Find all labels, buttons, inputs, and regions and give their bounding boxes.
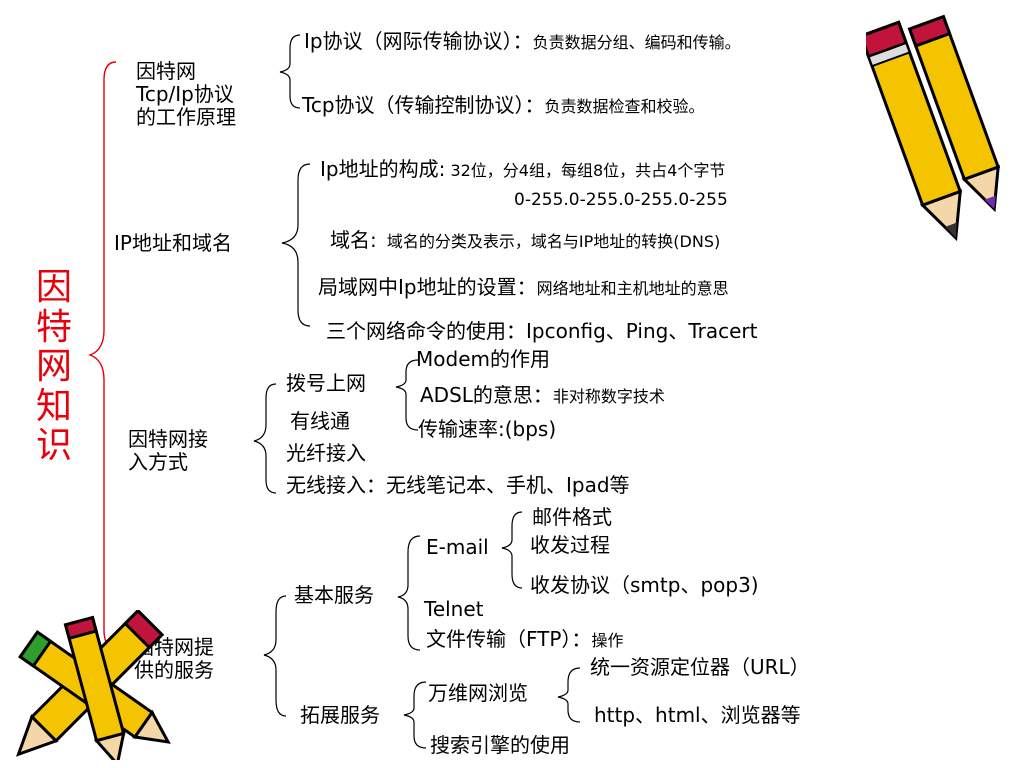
cable-access: 有线通 — [290, 409, 350, 433]
email-brace — [501, 511, 523, 589]
root-brace — [87, 61, 117, 649]
search-engine: 搜索引擎的使用 — [430, 733, 570, 757]
ip-protocol: Ip协议（网际传输协议）：负责数据分组、编码和传输。 — [304, 30, 741, 53]
tcp-protocol-desc: 负责数据检查和校验。 — [544, 97, 705, 116]
extended-services: 拓展服务 — [300, 703, 380, 727]
dialup-brace — [395, 359, 419, 431]
ip-composition-title: Ip地址的构成: — [320, 157, 446, 181]
lan-ip-setting-desc: 网络地址和主机地址的意思 — [536, 279, 729, 298]
root-title-char: 特 — [35, 306, 72, 348]
url: 统一资源定位器（URL） — [590, 655, 810, 679]
services-label-line2: 供的服务 — [134, 658, 214, 682]
mail-process: 收发过程 — [530, 533, 610, 557]
tcp-ip-label-line3: 的工作原理 — [136, 105, 236, 129]
root-title: 因特网知识 — [34, 268, 74, 466]
dialup: 拨号上网 — [286, 371, 366, 395]
ip-range: 0-255.0-255.0-255.0-255 — [514, 190, 728, 210]
services-label: 因特网提 供的服务 — [134, 636, 214, 682]
mail-format: 邮件格式 — [532, 505, 612, 529]
extended-brace — [403, 681, 427, 749]
http-html: http、html、浏览器等 — [594, 703, 801, 727]
adsl-desc: 非对称数字技术 — [552, 387, 665, 406]
tcp-ip-label-line1: 因特网 — [136, 59, 196, 83]
ip-protocol-desc: 负责数据分组、编码和传输。 — [532, 33, 741, 52]
domain-name: 域名: 域名的分类及表示，域名与IP地址的转换(DNS) — [330, 229, 720, 252]
ftp: 文件传输（FTP）：操作 — [426, 628, 623, 651]
access-label-line2: 入方式 — [128, 450, 188, 474]
transfer-speed: 传输速率:(bps) — [418, 417, 557, 441]
telnet: Telnet — [424, 597, 484, 621]
pencil-clipart-bottom-left — [15, 610, 171, 760]
modem: Modem的作用 — [416, 347, 550, 371]
domain-name-desc: 域名的分类及表示，域名与IP地址的转换(DNS) — [386, 232, 721, 251]
ip-composition: Ip地址的构成: 32位，分4组，每组8位，共占4个字节 — [320, 158, 725, 181]
services-brace — [263, 595, 287, 717]
access-label-line1: 因特网接 — [128, 427, 208, 451]
lan-ip-setting: 局域网中Ip地址的设置：网络地址和主机地址的意思 — [318, 276, 729, 299]
root-title-char: 因 — [35, 267, 72, 308]
root-title-char: 网 — [35, 346, 72, 388]
mail-protocol: 收发协议（smtp、pop3) — [530, 573, 759, 597]
ip-protocol-title: Ip协议（网际传输协议）： — [304, 29, 533, 53]
ftp-desc: 操作 — [591, 631, 624, 650]
tcp-protocol-title: Tcp协议（传输控制协议）： — [302, 93, 545, 117]
root-title-char: 识 — [35, 425, 72, 467]
access-label: 因特网接 入方式 — [128, 428, 208, 474]
root-title-char: 知 — [35, 385, 72, 427]
ip-domain-brace — [281, 163, 311, 327]
tcp-ip-brace — [279, 34, 301, 109]
ip-composition-desc: 32位，分4组，每组8位，共占4个字节 — [450, 161, 726, 180]
tcp-ip-label-line2: Tcp/Ip协议 — [136, 82, 234, 106]
www-brace — [557, 667, 581, 723]
ftp-title: 文件传输（FTP）： — [426, 627, 592, 651]
pencil-clipart-top-right — [866, 14, 1001, 242]
email: E-mail — [426, 535, 489, 559]
adsl-title: ADSL的意思： — [420, 383, 553, 407]
tcp-protocol: Tcp协议（传输控制协议）：负责数据检查和校验。 — [302, 94, 705, 117]
wireless-access: 无线接入：无线笔记本、手机、Ipad等 — [286, 473, 630, 497]
basic-brace — [397, 535, 421, 651]
adsl: ADSL的意思：非对称数字技术 — [420, 384, 665, 407]
ip-domain-label: IP地址和域名 — [114, 231, 232, 255]
fiber-access: 光纤接入 — [286, 441, 366, 465]
basic-services: 基本服务 — [294, 583, 374, 607]
access-brace — [253, 383, 277, 494]
tcp-ip-label: 因特网 Tcp/Ip协议 的工作原理 — [136, 60, 236, 129]
network-commands: 三个网络命令的使用：Ipconfig、Ping、Tracert — [326, 319, 758, 343]
lan-ip-setting-title: 局域网中Ip地址的设置： — [318, 275, 537, 299]
www-browsing: 万维网浏览 — [428, 681, 528, 705]
domain-name-title: 域名: — [330, 228, 377, 252]
